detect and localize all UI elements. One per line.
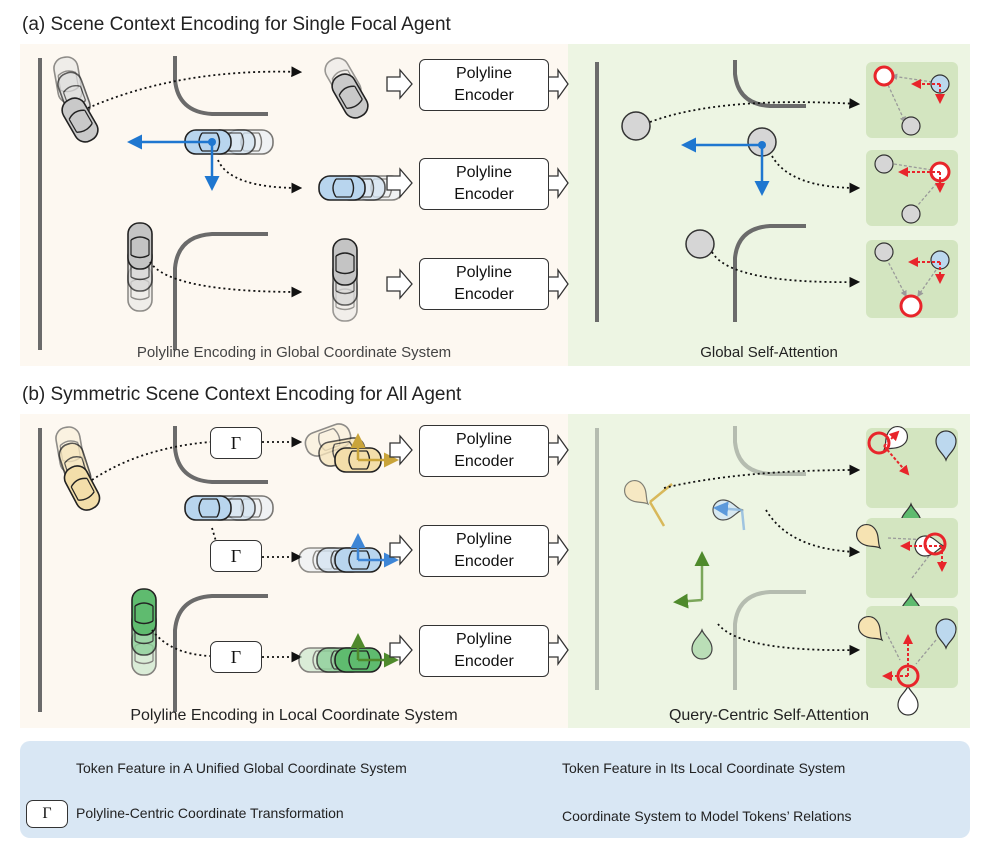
panel-b-title: (b) Symmetric Scene Context Encoding for… <box>22 384 462 405</box>
polyline-encoder-a2: Polyline Encoder <box>419 158 549 210</box>
legend-panel <box>20 741 970 838</box>
polyline-encoder-b3: Polyline Encoder <box>419 625 549 677</box>
polyline-encoder-a1: Polyline Encoder <box>419 59 549 111</box>
panel-a-global-tokens <box>621 111 777 259</box>
polyline-encoder-b2: Polyline Encoder <box>419 525 549 577</box>
gamma-transform-3: Γ <box>210 641 262 673</box>
panel-b-encoded-agent-yellow <box>301 420 399 473</box>
panel-b-block-arrows <box>389 433 569 667</box>
panel-b-attention-box-3 <box>853 606 958 716</box>
panel-b-encoded-agent-green <box>298 633 399 673</box>
panel-b-attention-box-1 <box>866 421 958 534</box>
panel-a-roads <box>38 56 268 350</box>
panel-a-right-caption: Global Self-Attention <box>700 344 838 361</box>
polyline-encoder-a3: Polyline Encoder <box>419 258 549 310</box>
legend-red-axes-label: Coordinate System to Model Tokens’ Relat… <box>562 808 852 824</box>
gamma-transform-2: Γ <box>210 540 262 572</box>
panel-a-right-dotted-paths <box>649 98 861 288</box>
panel-b-agent-blue <box>184 495 274 521</box>
panel-b-local-token-green <box>673 551 713 660</box>
gamma-transform-1: Γ <box>210 427 262 459</box>
panel-b-agent-green <box>131 588 157 676</box>
panel-a-attention-box-3 <box>866 240 958 318</box>
panel-a-title: (a) Scene Context Encoding for Single Fo… <box>22 14 451 35</box>
panel-a-dotted-paths <box>87 66 303 298</box>
legend-droplet-token-label: Token Feature in Its Local Coordinate Sy… <box>562 760 846 776</box>
panel-a-left-caption: Polyline Encoding in Global Coordinate S… <box>136 344 452 361</box>
legend-gamma-box-icon: Γ <box>26 800 68 828</box>
panel-a-attention-box-2 <box>866 150 958 226</box>
panel-a-right-roads <box>595 60 806 322</box>
panel-b-encoded-agent-blue <box>298 533 399 573</box>
polyline-encoder-b1: Polyline Encoder <box>419 425 549 477</box>
legend-circle-token-label: Token Feature in A Unified Global Coordi… <box>76 760 407 776</box>
panel-a-global-axes-icon <box>127 134 220 191</box>
panel-b-attention-box-2 <box>851 518 958 624</box>
panel-a-agent-gray-bottom <box>127 222 153 312</box>
panel-b-right-dotted-paths <box>663 464 861 656</box>
panel-b-agent-yellow <box>53 424 105 515</box>
panel-a-attention-box-1 <box>866 62 958 138</box>
panel-a-right-global-axes-icon <box>681 137 770 196</box>
panel-b-left-caption: Polyline Encoding in Local Coordinate Sy… <box>130 707 458 724</box>
panel-a-block-arrows <box>386 67 569 301</box>
panel-b-roads <box>38 426 268 712</box>
panel-a-agent-gray-top <box>51 54 103 147</box>
panel-b-right-caption: Query-Centric Self-Attention <box>668 707 870 724</box>
legend-gamma-label: Polyline-Centric Coordinate Transformati… <box>76 805 344 821</box>
panel-b-dotted-paths <box>91 436 303 663</box>
panel-b-local-token-yellow <box>619 475 673 527</box>
panel-b-right-roads <box>595 426 806 690</box>
panel-b-local-token-blue <box>712 499 746 531</box>
